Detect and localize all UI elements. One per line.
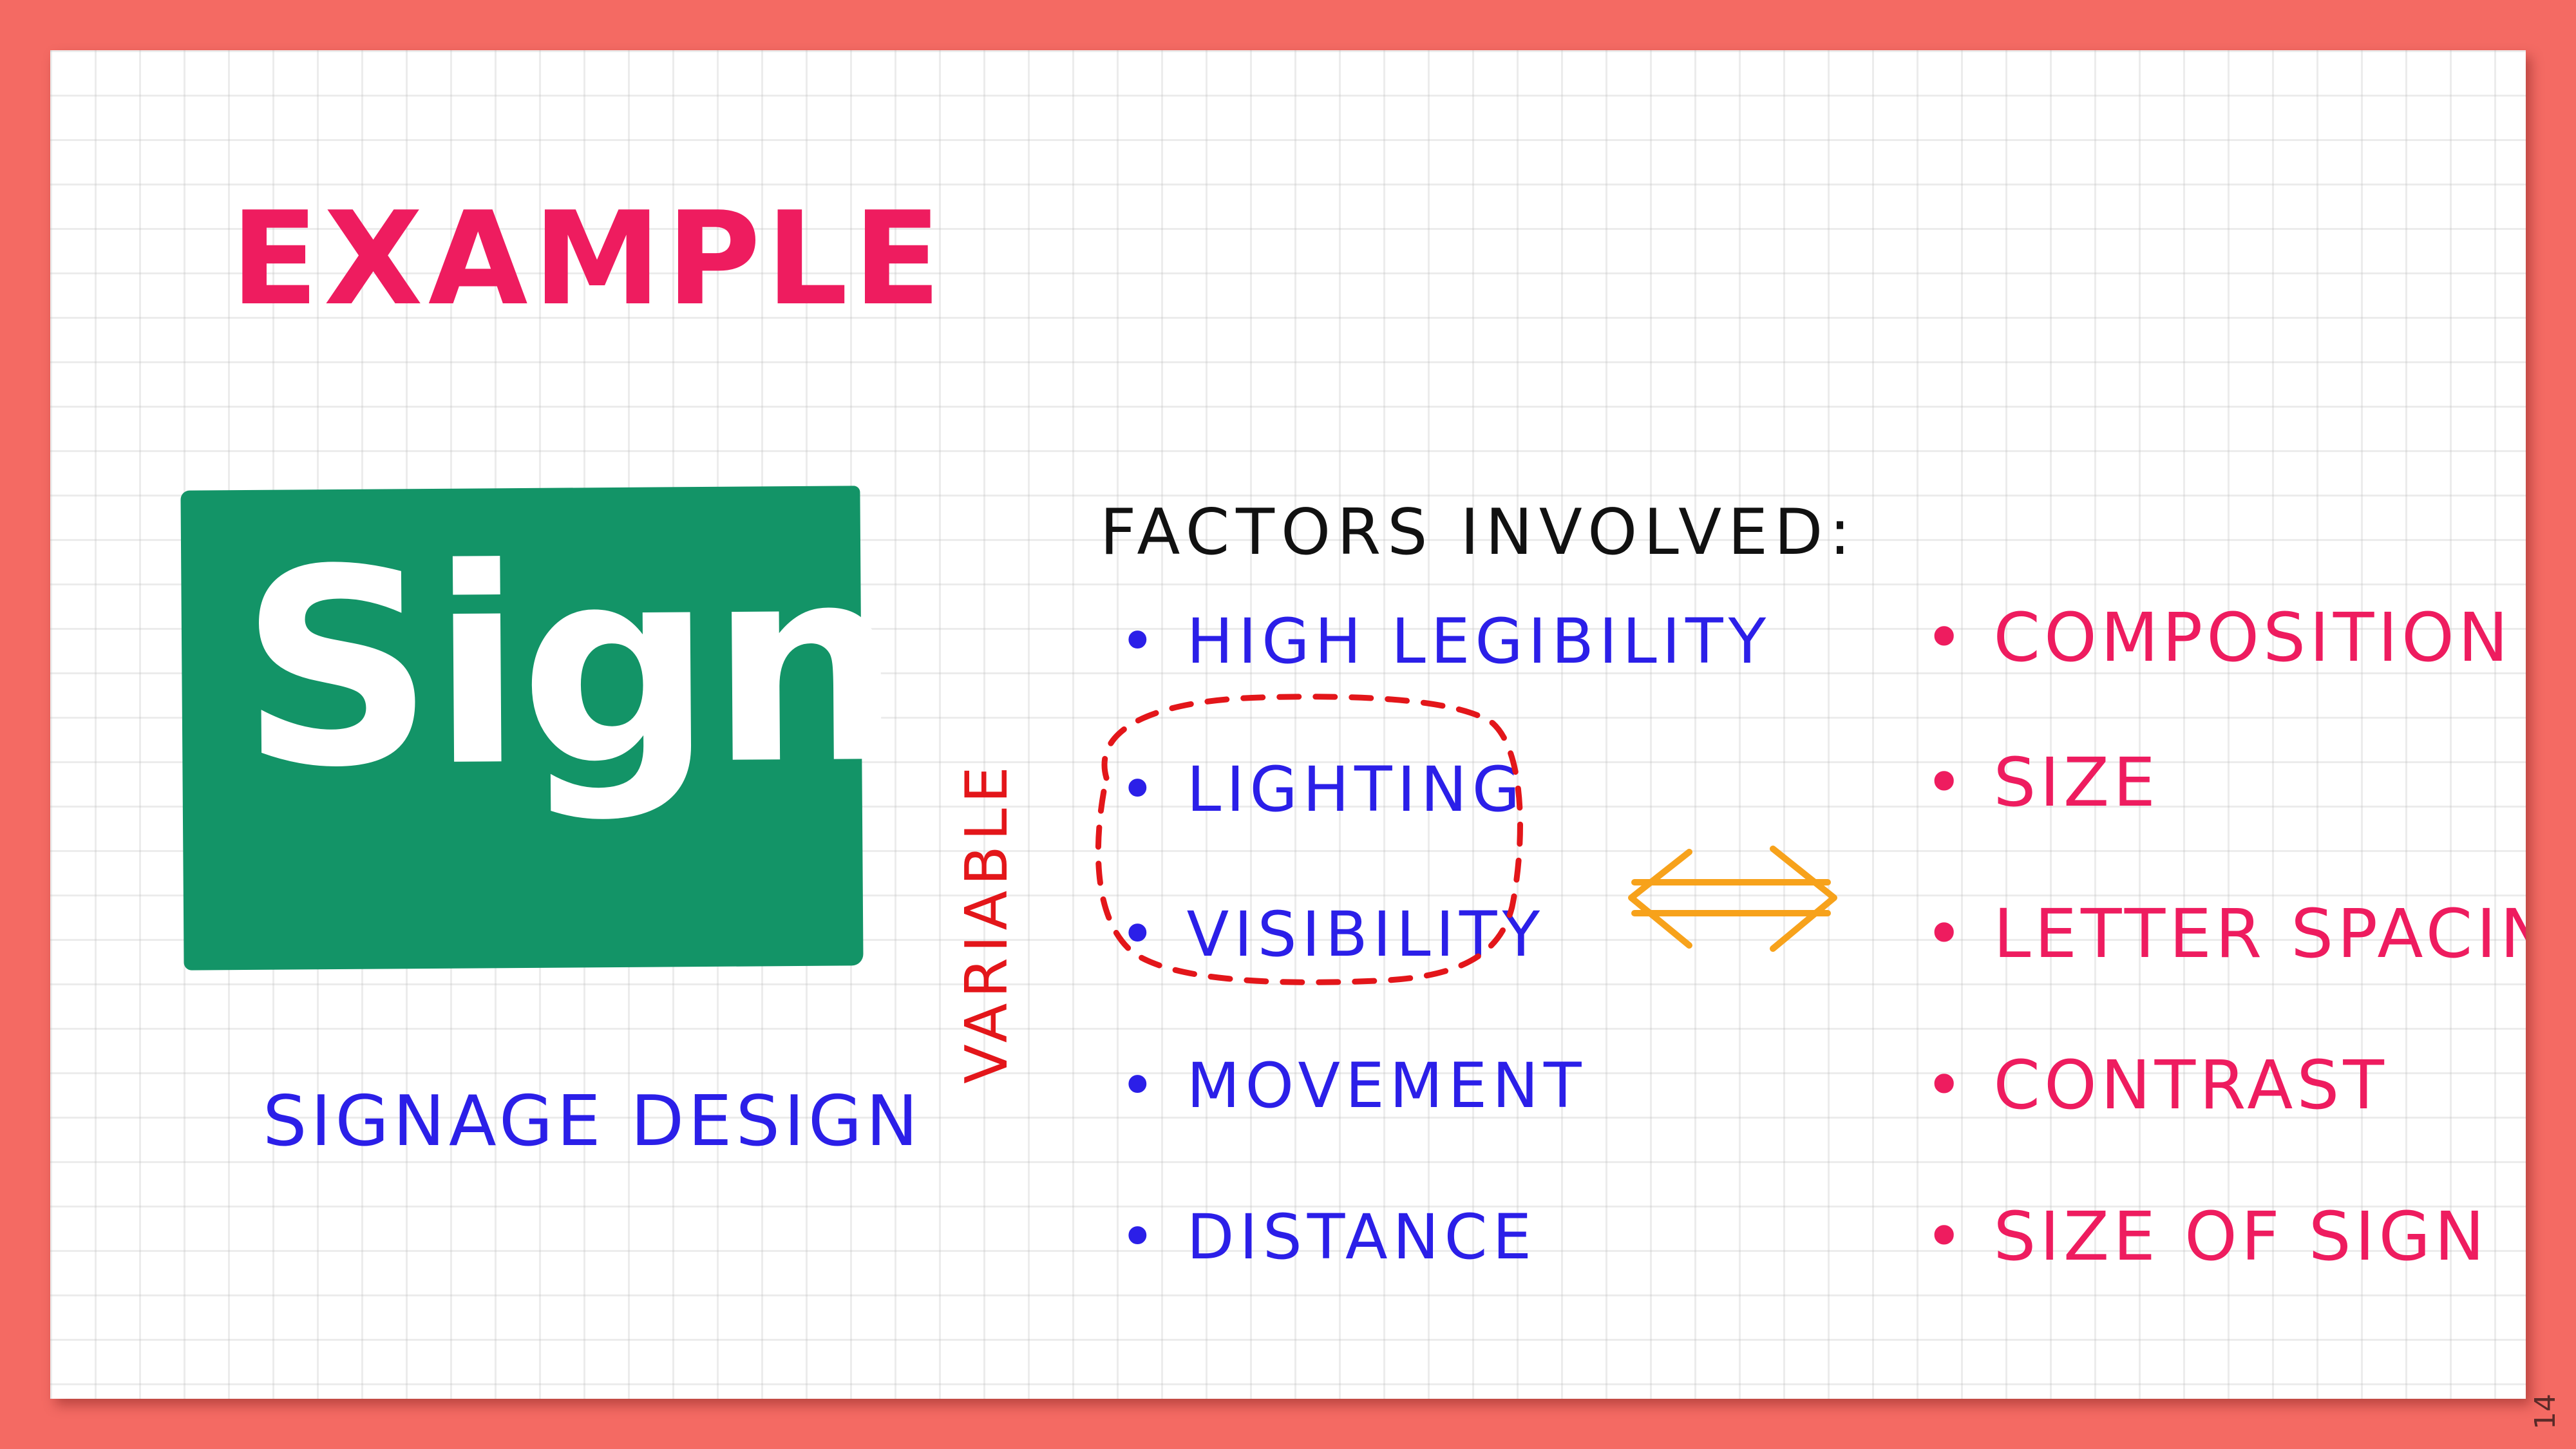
slide: EXAMPLE Sign SIGNAGE DESIGN FACTORS INVO… [50,50,2526,1399]
factor-item-movement: •MOVEMENT [1119,1055,1587,1117]
bullet: • [1119,1201,1161,1273]
page-number: 14 [2529,1394,2562,1430]
attribute-label: CONTRAST [1993,1046,2388,1124]
bullet: • [1924,895,1968,973]
factor-label: MOVEMENT [1186,1050,1587,1122]
bullet: • [1119,898,1161,971]
attribute-label: COMPOSITION [1993,598,2512,677]
factor-label: LIGHTING [1186,753,1526,826]
bullet: • [1924,743,1968,822]
slide-title: EXAMPLE [231,184,947,334]
factor-label: DISTANCE [1186,1201,1537,1273]
attribute-item-size: •SIZE [1924,749,2159,816]
bullet: • [1924,598,1968,677]
factor-item-high-legibility: •HIGH LEGIBILITY [1119,611,1771,672]
bullet: • [1119,605,1161,677]
annotation-overlay [1095,694,1837,985]
double-arrow-icon [1628,846,1837,952]
bullet: • [1119,1050,1161,1122]
variable-dashed-loop [1095,694,1523,985]
attribute-item-contrast: •CONTRAST [1924,1052,2388,1119]
attribute-item-letter-spacing: •LETTER SPACING [1924,900,2526,967]
attribute-item-composition: •COMPOSITION [1924,604,2512,671]
attribute-item-size-of-sign: •SIZE OF SIGN [1924,1203,2488,1270]
bullet: • [1924,1197,1968,1276]
sign-caption: SIGNAGE DESIGN [263,1081,922,1162]
bullet: • [1924,1046,1968,1124]
attribute-label: SIZE OF SIGN [1993,1197,2488,1276]
bullet: • [1119,753,1161,826]
factor-item-visibility: •VISIBILITY [1119,904,1545,965]
factors-heading: FACTORS INVOLVED: [1100,496,1857,569]
attribute-label: SIZE [1993,743,2159,822]
factor-item-distance: •DISTANCE [1119,1206,1537,1268]
factor-label: VISIBILITY [1186,898,1546,971]
attribute-label: LETTER SPACING [1993,895,2526,973]
factor-label: HIGH LEGIBILITY [1186,605,1772,677]
factor-item-lighting: •LIGHTING [1119,759,1525,820]
